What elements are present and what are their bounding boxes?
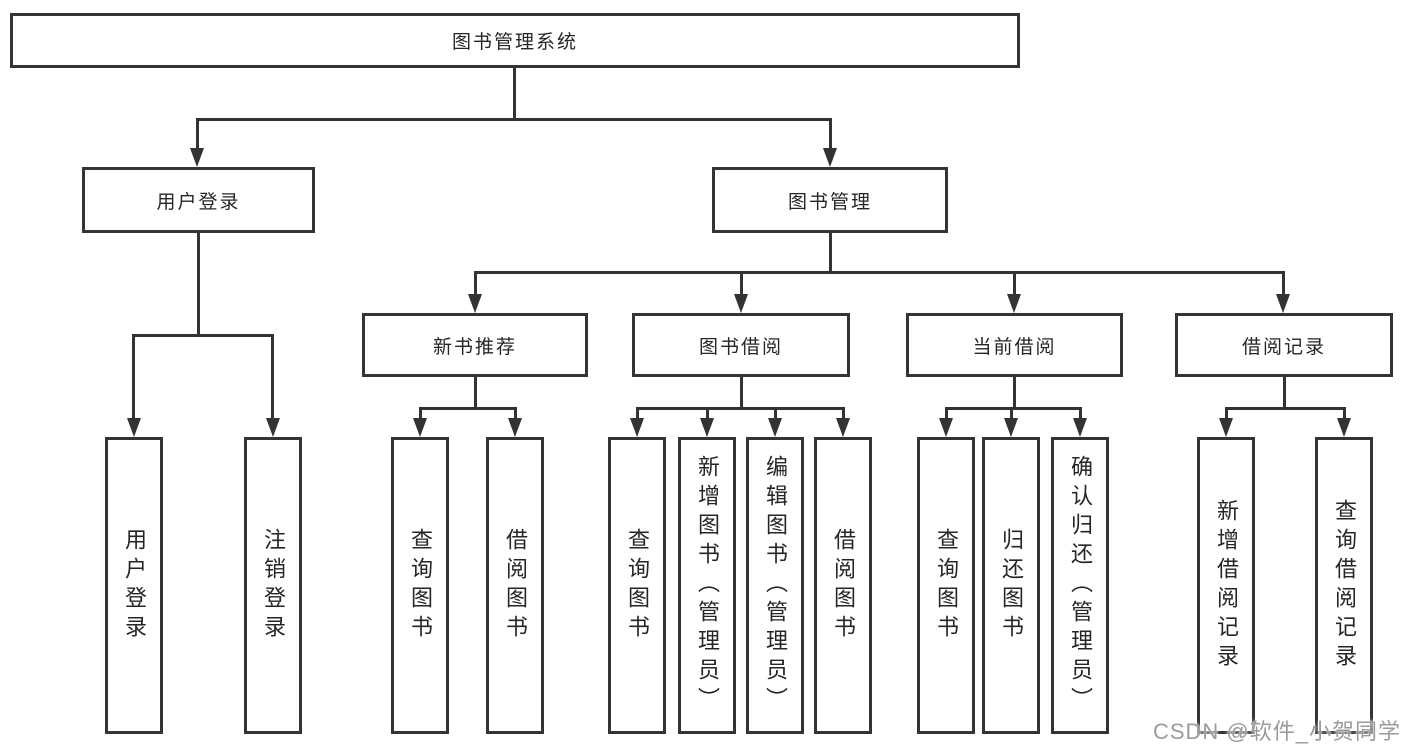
connector-drop-add-record <box>1225 407 1228 420</box>
connector-user-login-bar <box>132 334 274 337</box>
arrowhead-return-books <box>1004 418 1018 437</box>
connector-book-management-bar <box>474 271 1285 274</box>
leaf-borrow-books: 借阅图书 <box>814 437 872 734</box>
connector-drop-current-borrowing <box>1013 271 1016 295</box>
leaf-label: 确认归还（管理员） <box>1068 455 1093 716</box>
leaf-borrow-books-recommend: 借阅图书 <box>486 437 544 734</box>
node-current-borrowing: 当前借阅 <box>906 313 1123 377</box>
leaf-user-login: 用户登录 <box>105 437 163 734</box>
node-user-login: 用户登录 <box>82 167 315 233</box>
leaf-label: 注销登录 <box>261 527 286 644</box>
connector-borrowing-records-stem <box>1283 377 1286 410</box>
leaf-query-books-recommend: 查询图书 <box>391 437 449 734</box>
connector-drop-confirm-return <box>1079 407 1082 420</box>
connector-user-login-stem <box>197 233 200 336</box>
leaf-label: 借阅图书 <box>831 527 856 644</box>
arrowhead-current-borrowing <box>1007 294 1021 313</box>
node-book-borrowing-label: 图书借阅 <box>698 336 783 358</box>
connector-drop-query-borrowing <box>636 407 639 420</box>
leaf-label: 用户登录 <box>122 527 147 644</box>
connector-root-stem <box>513 68 516 120</box>
connector-drop-query-recommend <box>419 407 422 420</box>
connector-drop-borrow-recommend <box>514 407 517 420</box>
connector-drop-borrow-books <box>842 407 845 420</box>
leaf-add-borrow-record: 新增借阅记录 <box>1197 437 1255 734</box>
arrowhead-edit-books <box>768 418 782 437</box>
arrowhead-query-borrowing <box>630 418 644 437</box>
arrowhead-borrowing-records <box>1276 294 1290 313</box>
leaf-logout: 注销登录 <box>244 437 302 734</box>
arrowhead-add-books <box>700 418 714 437</box>
leaf-confirm-return-admin: 确认归还（管理员） <box>1051 437 1109 734</box>
connector-drop-return-books <box>1010 407 1013 420</box>
node-current-borrowing-label: 当前借阅 <box>972 336 1057 358</box>
leaf-label: 新增图书（管理员） <box>695 455 720 716</box>
leaf-label: 借阅图书 <box>503 527 528 644</box>
node-borrowing-records: 借阅记录 <box>1175 313 1393 377</box>
arrowhead-add-record <box>1219 418 1233 437</box>
connector-borrowing-records-bar <box>1225 407 1346 410</box>
node-book-borrowing: 图书借阅 <box>632 313 850 377</box>
leaf-query-books-borrowing: 查询图书 <box>608 437 666 734</box>
leaf-label: 查询借阅记录 <box>1332 498 1357 673</box>
arrowhead-leaf-user-login <box>127 418 141 437</box>
csdn-watermark: CSDN @软件_小贺同学 <box>1152 719 1401 744</box>
connector-new-book-bar <box>419 407 517 410</box>
leaf-label: 新增借阅记录 <box>1214 498 1239 673</box>
connector-drop-leaf-logout <box>271 334 274 419</box>
leaf-edit-books-admin: 编辑图书（管理员） <box>746 437 804 734</box>
leaf-label: 查询图书 <box>408 527 433 644</box>
arrowhead-book-management <box>823 148 837 167</box>
connector-book-management-stem <box>829 233 832 274</box>
connector-drop-new-book <box>474 271 477 295</box>
connector-drop-book-borrowing <box>740 271 743 295</box>
connector-book-borrowing-stem <box>740 377 743 410</box>
connector-root-bar <box>196 118 832 121</box>
leaf-label: 查询图书 <box>625 527 650 644</box>
node-book-management-label: 图书管理 <box>787 191 872 213</box>
connector-drop-borrowing-records <box>1282 271 1285 295</box>
leaf-label: 编辑图书（管理员） <box>763 455 788 716</box>
connector-drop-edit-books <box>774 407 777 420</box>
arrowhead-leaf-logout <box>266 418 280 437</box>
leaf-query-books-current: 查询图书 <box>917 437 975 734</box>
arrowhead-borrow-books <box>836 418 850 437</box>
node-borrowing-records-label: 借阅记录 <box>1241 336 1326 358</box>
node-book-management: 图书管理 <box>712 167 948 233</box>
arrowhead-confirm-return <box>1073 418 1087 437</box>
connector-drop-book-management <box>829 118 832 150</box>
connector-drop-leaf-user-login <box>132 334 135 419</box>
connector-book-borrowing-bar <box>636 407 845 410</box>
connector-drop-query-current <box>945 407 948 420</box>
node-new-book-recommend: 新书推荐 <box>362 313 588 377</box>
leaf-query-borrow-record: 查询借阅记录 <box>1315 437 1373 734</box>
node-user-login-label: 用户登录 <box>156 191 241 213</box>
connector-current-borrowing-stem <box>1013 377 1016 410</box>
arrowhead-query-record <box>1337 418 1351 437</box>
leaf-return-books: 归还图书 <box>982 437 1040 734</box>
arrowhead-new-book <box>468 294 482 313</box>
node-root-label: 图书管理系统 <box>451 32 578 53</box>
leaf-label: 归还图书 <box>999 527 1024 644</box>
leaf-add-books-admin: 新增图书（管理员） <box>678 437 736 734</box>
connector-drop-add-books <box>706 407 709 420</box>
arrowhead-query-recommend <box>413 418 427 437</box>
arrowhead-borrow-recommend <box>508 418 522 437</box>
connector-current-borrowing-bar <box>945 407 1082 410</box>
node-root: 图书管理系统 <box>10 13 1020 68</box>
connector-new-book-stem <box>474 377 477 410</box>
leaf-label: 查询图书 <box>934 527 959 644</box>
arrowhead-user-login <box>190 148 204 167</box>
arrowhead-book-borrowing <box>734 294 748 313</box>
node-new-book-recommend-label: 新书推荐 <box>432 336 517 358</box>
connector-drop-user-login <box>196 118 199 150</box>
arrowhead-query-current <box>939 418 953 437</box>
connector-drop-query-record <box>1343 407 1346 420</box>
